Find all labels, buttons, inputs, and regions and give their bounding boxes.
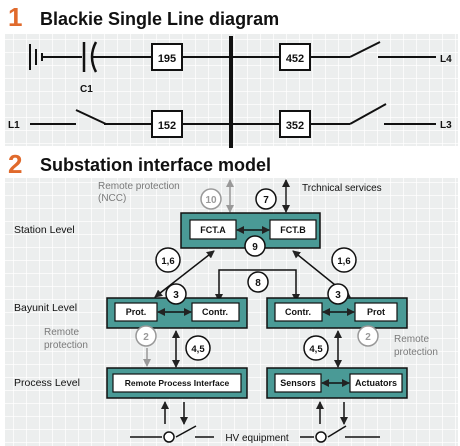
circle-2-left [135,325,157,347]
circle-4-5-left-label: 4,5 [191,344,205,355]
circle-7 [255,188,277,210]
circle-3-right [327,283,349,305]
circle-4-5-right [303,335,329,361]
breaker-label-152: 152 [158,120,176,132]
top-line [29,41,436,73]
circle-2-left-label: 2 [143,332,149,343]
hv-equipment-line [130,425,380,443]
fct-b-box [269,219,317,240]
breaker-label-452: 452 [286,53,304,65]
section1-number: 1 [8,2,22,32]
circle-1-6-right-label: 1,6 [337,256,350,267]
breaker-label-195: 195 [158,53,176,65]
circle-1-6-left [155,247,181,273]
line-label-l4: L4 [440,54,452,65]
section2-title: Substation interface model [40,155,271,175]
circle-8-label: 8 [255,278,261,289]
circle-3-left [165,283,187,305]
bayunit-level-label: Bayunit Level [14,302,77,314]
breaker-box-352 [279,110,311,138]
bottom-line [30,103,436,125]
fct-a-label: FCT.A [200,225,226,235]
actuators-label: Actuators [355,378,397,388]
remote-left-label-1: Remote [44,327,79,338]
process-level-label: Process Level [14,377,80,389]
breaker-label-352: 352 [286,120,304,132]
breaker-box-195 [151,43,183,71]
bay-left-contr-box [191,302,240,322]
bay-right-prot-box [354,302,398,322]
remote-left-label-2: protection [44,340,88,351]
circle-9-label: 9 [252,242,258,253]
remote-ncc-label-1: Remote protection [98,181,180,192]
remote-ncc-label-2: (NCC) [98,193,126,204]
circle-9 [244,235,266,257]
breaker-box-452 [279,43,311,71]
actuators-box [349,373,403,393]
circle-3-left-label: 3 [173,290,179,301]
capacitor-label: C1 [80,84,93,95]
bay-right-contr-label: Contr. [285,307,311,317]
remote-process-interface-box [112,373,242,393]
circle-4-5-right-label: 4,5 [309,344,323,355]
line-label-l3: L3 [440,120,452,131]
hv-equipment-label: HV equipment [225,433,289,444]
circle-1-6-left-label: 1,6 [161,256,174,267]
circle-10-label: 10 [205,195,217,206]
circle-2-right-label: 2 [365,332,371,343]
bay-left-prot-label: Prot. [126,307,147,317]
circle-1-6-right [331,247,357,273]
fct-b-label: FCT.B [280,225,306,235]
breaker-box-152 [151,110,183,138]
section2-number: 2 [8,149,22,179]
circle-10 [200,188,222,210]
station-level-label: Station Level [14,224,75,236]
remote-right-label-1: Remote [394,334,429,345]
arrow-cross-bay [215,269,300,302]
arrow-station-bay-left [154,250,215,298]
remote-process-interface-label: Remote Process Interface [125,378,230,388]
circle-2-right [357,325,379,347]
technical-services-label: Trchnical services [302,183,382,194]
circle-4-5-left [185,335,211,361]
circle-3-right-label: 3 [335,290,341,301]
section1-title: Blackie Single Line diagram [40,9,279,29]
circle-8 [247,271,269,293]
bay-right-prot-label: Prot [367,307,385,317]
remote-right-label-2: protection [394,347,438,358]
line-label-l1: L1 [8,120,20,131]
circle-7-label: 7 [263,195,269,206]
sensors-label: Sensors [280,378,316,388]
bay-left-contr-label: Contr. [202,307,228,317]
